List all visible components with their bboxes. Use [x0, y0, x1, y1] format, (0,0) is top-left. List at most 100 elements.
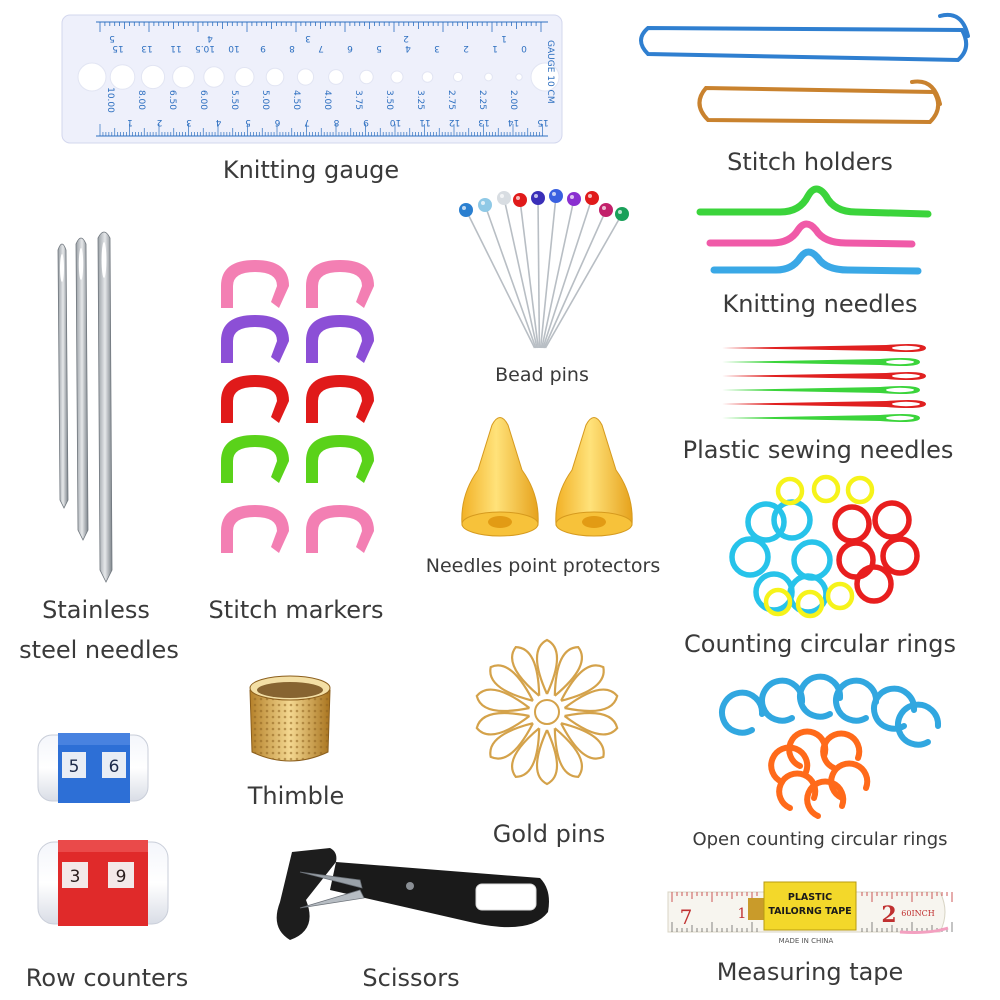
bead-pin-shaft [544, 213, 623, 349]
open-ring-orange [828, 760, 871, 801]
gauge-bottom-number: 14 [508, 117, 520, 127]
point-protectors-icon [461, 417, 633, 537]
stitch-marker-body [306, 505, 374, 553]
gold-pin [511, 727, 541, 778]
stitch-marker [221, 435, 289, 483]
stitch-marker-mark [319, 529, 328, 540]
gauge-mm-size: 6.50 [167, 90, 177, 110]
counting-ring-yellow [763, 587, 793, 617]
gauge-bottom-number: 1 [127, 117, 133, 127]
counting-ring-red [872, 500, 912, 540]
gauge-top-number: 2 [403, 33, 409, 43]
open-rings-icon [719, 673, 942, 819]
gauge-top-number: 3 [305, 33, 311, 43]
gauge-mm-size: 5.00 [260, 90, 270, 110]
bead-pin-head [478, 198, 492, 212]
bead-pin-shine [534, 194, 538, 198]
stitch-marker-mark [234, 339, 243, 350]
tape-brand-line2: TAILORNG TAPE [768, 906, 851, 917]
gold-pin [560, 664, 605, 702]
bead-pins-icon [459, 189, 629, 349]
gauge-top-number: 1 [501, 33, 507, 43]
plastic-needle-eye [892, 401, 920, 407]
gauge-us-size: 11 [170, 43, 181, 53]
bead-pin-shaft [541, 198, 575, 349]
bead-pin-shaft [543, 209, 607, 349]
gauge-bottom-number: 9 [363, 117, 369, 127]
bead-pin-shaft [519, 199, 539, 349]
gauge-mm-size: 4.50 [291, 90, 301, 110]
gold-pin [511, 646, 541, 697]
gauge-us-size: 4 [405, 43, 411, 53]
gauge-mm-size: 3.75 [353, 90, 363, 110]
stitch-marker [306, 435, 374, 483]
bead-pin-shine [588, 194, 592, 198]
counting-ring-yellow [825, 581, 855, 611]
stitch-marker-mark [234, 399, 243, 410]
open-ring-orange [804, 778, 847, 819]
bead-pin-shaft [539, 195, 557, 349]
stitch-marker-mark [319, 284, 328, 295]
gauge-us-size: 9 [260, 43, 266, 53]
stitch-marker [221, 260, 289, 308]
open-rings-label: Open counting circular rings [692, 829, 948, 850]
stitch-marker-body [221, 435, 289, 483]
gauge-hole [530, 62, 560, 92]
gauge-bottom-number: 15 [537, 117, 548, 127]
tape-number-left: 7 [680, 905, 693, 929]
bead-pin-shaft [465, 209, 536, 349]
bead-pin-head [513, 193, 527, 207]
gauge-hole [390, 70, 404, 84]
gold-pin [475, 688, 531, 713]
counter-digit: 3 [70, 867, 81, 887]
counting-ring-yellow [795, 589, 825, 619]
bead-pin-head [585, 191, 599, 205]
gauge-hole [484, 72, 493, 82]
open-ring-blue [833, 677, 880, 724]
gauge-us-size: 1 [492, 43, 498, 53]
plastic-needle [722, 358, 920, 366]
stitch-marker [221, 505, 289, 553]
plastic-needle-eye [886, 359, 914, 365]
steel-needles-icon [57, 231, 113, 583]
open-ring-blue [797, 673, 844, 720]
bead-pin-head [497, 191, 511, 205]
gauge-bottom-number: 12 [449, 117, 460, 127]
stitch-marker [221, 375, 289, 423]
gauge-hole [265, 67, 285, 87]
counter-digit: 6 [109, 757, 120, 777]
gauge-bottom-number: 4 [215, 117, 221, 127]
gauge-hole [140, 64, 166, 90]
counting-ring-red [854, 564, 894, 604]
thimble-label: Thimble [247, 782, 345, 810]
stitch-marker-mark [234, 459, 243, 470]
stitch-marker-mark [319, 399, 328, 410]
gold-pin [489, 722, 534, 760]
gold-pins-label: Gold pins [492, 820, 606, 848]
bead-pin-shine [500, 194, 504, 198]
stitch-marker-mark [319, 339, 328, 350]
bead-pin-head [615, 207, 629, 221]
bead-pin-head [567, 192, 581, 206]
gauge-us-size: 10.5 [195, 43, 215, 53]
gold-pin [489, 664, 534, 702]
stainless-label-line1: Stainless [42, 596, 150, 624]
bead-pin-head [599, 203, 613, 217]
gauge-us-size: 7 [318, 43, 324, 53]
plastic-needle-eye [892, 345, 920, 351]
stitch-marker-mark [234, 529, 243, 540]
gauge-us-size: 6 [347, 43, 353, 53]
gauge-mm-size: 2.25 [477, 90, 487, 110]
bead-pin-shine [516, 196, 520, 200]
gauge-top-number: 4 [207, 33, 213, 43]
bead-pin-shaft [537, 197, 541, 349]
stitch-marker-mark [319, 459, 328, 470]
gauge-hole [515, 73, 523, 81]
stitch-marker-body [306, 435, 374, 483]
knitting-needles-label: Knitting needles [722, 290, 918, 318]
gauge-mm-size: 2.00 [508, 90, 518, 110]
stitch-marker [306, 260, 374, 308]
plastic-needle [722, 386, 920, 394]
